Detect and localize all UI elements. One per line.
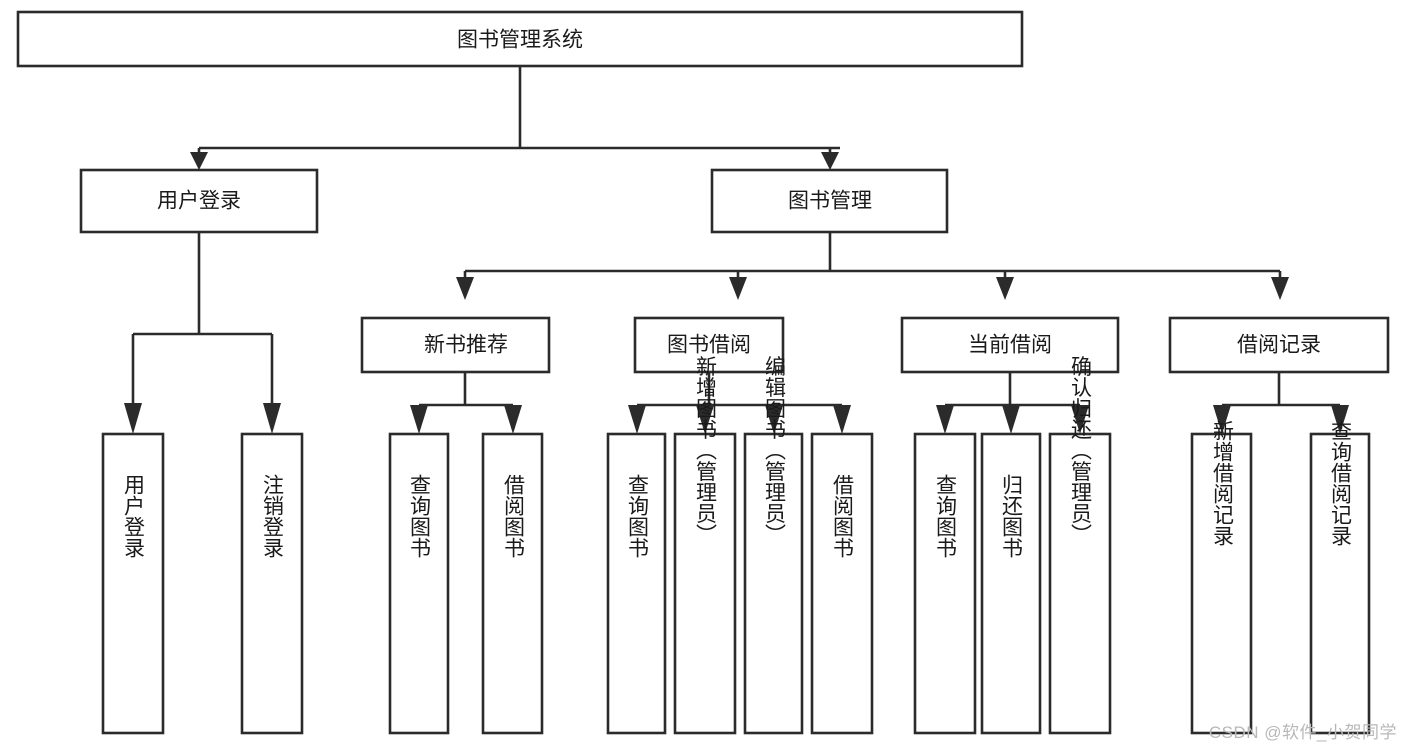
leaf-book-borrow-add-label: 新增图书（管理员） (694, 356, 718, 545)
arrowhead-to-borrow-record (1271, 277, 1289, 300)
arrowhead-bb-query-book (628, 405, 646, 434)
leaf-book-borrow-borrow-box[interactable] (810, 432, 874, 735)
edge-borrowrecord-to-leaves (1213, 372, 1349, 434)
leaf-borrow-record-add-box[interactable] (1190, 432, 1253, 735)
node-user-login[interactable]: 用户登录 (79, 168, 319, 234)
edge-bookborrow-to-leaves (628, 372, 851, 434)
leaf-user-login-login-box[interactable] (101, 432, 165, 735)
node-root-label: 图书管理系统 (457, 29, 583, 52)
leaf-borrow-record-query-label: 查询借阅记录 (1329, 420, 1353, 546)
node-borrow-record[interactable]: 借阅记录 (1168, 316, 1390, 374)
leaf-book-borrow-add-box[interactable] (673, 432, 737, 735)
leaf-book-borrow-edit-box[interactable] (743, 432, 804, 735)
node-borrow-record-box[interactable] (1168, 316, 1390, 374)
leaf-user-login-login-label: 用户登录 (122, 474, 146, 558)
arrowhead-to-new-book (456, 277, 474, 300)
leaf-current-borrow-query[interactable]: 查询图书 (913, 432, 977, 735)
node-current-borrow-label: 当前借阅 (968, 334, 1052, 357)
node-book-manage-box[interactable] (710, 168, 949, 234)
arrowhead-cb-confirm-return (1071, 405, 1089, 434)
node-new-book-recommend[interactable]: 新书推荐 (360, 316, 551, 374)
arrowhead-bb-add-book (696, 405, 714, 434)
edge-userlogin-to-leaves (124, 232, 281, 434)
leaf-current-borrow-return-label: 归还图书 (1000, 474, 1024, 558)
leaf-new-book-borrow[interactable]: 借阅图书 (481, 432, 544, 735)
leaf-borrow-record-query[interactable]: 查询借阅记录 (1309, 420, 1371, 735)
leaf-new-book-query[interactable]: 查询图书 (388, 432, 450, 735)
node-book-borrow-label: 图书借阅 (667, 334, 751, 357)
leaf-book-borrow-query-box[interactable] (606, 432, 667, 735)
node-new-book-recommend-box[interactable] (360, 316, 551, 374)
node-borrow-record-label: 借阅记录 (1237, 334, 1321, 357)
arrowhead-to-book-borrow (729, 277, 747, 300)
arrowhead-br-query-record (1331, 405, 1349, 434)
arrowhead-leaf-logout (263, 403, 281, 434)
node-book-borrow-box[interactable] (633, 316, 785, 374)
leaf-new-book-query-label: 查询图书 (408, 474, 432, 558)
node-root-system[interactable]: 图书管理系统 (16, 10, 1024, 68)
node-book-manage[interactable]: 图书管理 (710, 168, 949, 234)
edge-currentborrow-to-leaves (936, 372, 1089, 434)
arrowhead-to-book-manage (821, 152, 839, 170)
node-root-box[interactable] (16, 10, 1024, 68)
leaf-borrow-record-query-box[interactable] (1309, 432, 1371, 735)
leaf-user-login-logout[interactable]: 注销登录 (240, 432, 304, 735)
arrowhead-cb-return-book (1002, 405, 1020, 434)
leaf-current-borrow-return[interactable]: 归还图书 (980, 432, 1042, 735)
leaf-book-borrow-query-label: 查询图书 (626, 474, 650, 558)
leaf-book-borrow-borrow-label: 借阅图书 (831, 474, 855, 558)
leaf-current-borrow-confirm-label: 确认归还（管理员） (1069, 356, 1093, 545)
leaf-book-borrow-edit-label: 编辑图书（管理员） (763, 356, 787, 545)
leaf-borrow-record-add-label: 新增借阅记录 (1211, 420, 1235, 546)
node-current-borrow[interactable]: 当前借阅 (900, 316, 1120, 374)
edge-root-to-level2 (190, 66, 840, 170)
leaf-book-borrow-edit[interactable]: 编辑图书（管理员） (743, 356, 804, 735)
leaf-user-login-login[interactable]: 用户登录 (101, 432, 165, 735)
arrowhead-to-current-borrow (996, 277, 1014, 300)
arrowhead-bb-edit-book (765, 405, 783, 434)
leaf-current-borrow-return-box[interactable] (980, 432, 1042, 735)
edge-bookmanage-to-level3 (456, 232, 1289, 300)
leaf-book-borrow-query[interactable]: 查询图书 (606, 432, 667, 735)
leaf-current-borrow-confirm[interactable]: 确认归还（管理员） (1048, 356, 1112, 735)
leaf-user-login-logout-box[interactable] (240, 432, 304, 735)
arrowhead-nb-borrow-book (504, 405, 522, 434)
leaf-current-borrow-query-label: 查询图书 (934, 474, 958, 558)
node-current-borrow-box[interactable] (900, 316, 1120, 374)
node-new-book-recommend-label: 新书推荐 (424, 334, 508, 357)
leaf-user-login-logout-label: 注销登录 (261, 474, 285, 558)
leaf-current-borrow-confirm-box[interactable] (1048, 432, 1112, 735)
leaf-borrow-record-add[interactable]: 新增借阅记录 (1190, 420, 1253, 735)
arrowhead-cb-query-book (936, 405, 954, 434)
leaf-new-book-borrow-box[interactable] (481, 432, 544, 735)
csdn-watermark: CSDN @软件_小贺同学 (1208, 723, 1397, 742)
leaf-book-borrow-add[interactable]: 新增图书（管理员） (673, 356, 737, 735)
node-book-borrow[interactable]: 图书借阅 (633, 316, 785, 374)
leaf-new-book-query-box[interactable] (388, 432, 450, 735)
node-user-login-label: 用户登录 (157, 190, 241, 213)
arrowhead-bb-borrow-book (833, 405, 851, 434)
arrowhead-leaf-user-login (124, 403, 142, 434)
leaf-current-borrow-query-box[interactable] (913, 432, 977, 735)
arrowhead-to-user-login (190, 152, 208, 170)
node-book-manage-label: 图书管理 (788, 190, 872, 213)
leaf-book-borrow-borrow[interactable]: 借阅图书 (810, 432, 874, 735)
node-user-login-box[interactable] (79, 168, 319, 234)
arrowhead-br-add-record (1213, 405, 1231, 434)
arrowhead-nb-query-book (410, 405, 428, 434)
edge-newbook-to-leaves (410, 372, 522, 434)
leaf-new-book-borrow-label: 借阅图书 (502, 474, 526, 558)
